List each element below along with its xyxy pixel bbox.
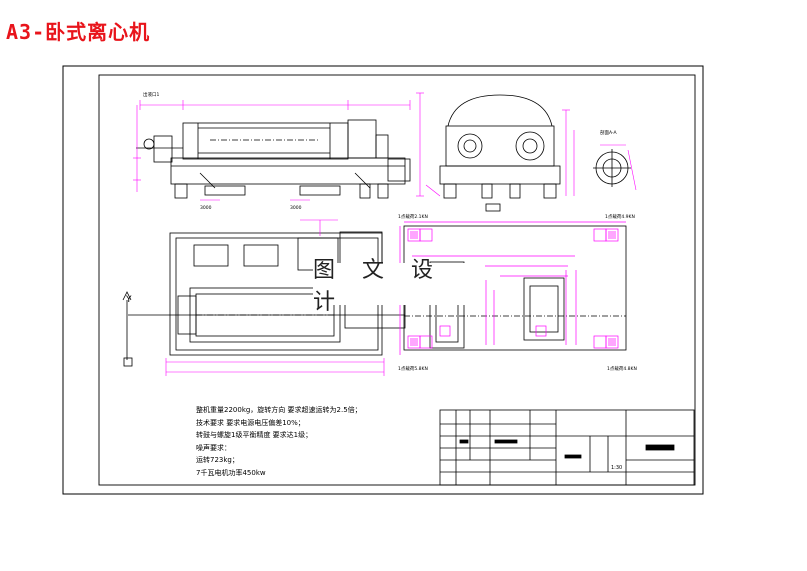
side-view: [439, 94, 561, 212]
document-title: A3-卧式离心机: [6, 20, 151, 44]
drawing-frame: [98, 74, 696, 486]
svg-text:剖面A-A: 剖面A-A: [600, 129, 618, 136]
front-view: [136, 119, 411, 199]
note-line: 转鼓与螺旋1级平衡精度 要求达1级；: [196, 431, 313, 440]
note-line: 整机重量2200kg，旋转方向 要求超速运转为2.5倍；: [196, 406, 362, 414]
svg-text:3000: 3000: [200, 205, 212, 211]
note-line: 运转723kg；: [196, 456, 239, 465]
note-line: 噪声要求：: [196, 443, 231, 452]
technical-notes: 整机重量2200kg，旋转方向 要求超速运转为2.5倍； 技术要求 要求电源电压…: [196, 404, 362, 480]
svg-text:3000: 3000: [290, 205, 302, 211]
side-view-dimensions: [416, 92, 575, 197]
svg-text:Y: Y: [125, 295, 132, 305]
section-detail: 剖面A-A: [593, 129, 631, 187]
watermark: 图 文 设 计: [313, 258, 485, 315]
scale-label: 1:30: [611, 465, 623, 471]
title-block: [439, 409, 695, 486]
svg-text:出液口1: 出液口1: [143, 91, 159, 98]
note-line: 7千瓦电机功率450kw: [196, 468, 266, 477]
load-label-4: 1点载荷4.8KN: [607, 365, 637, 372]
plan-view: [128, 231, 406, 356]
sheet-border: [62, 65, 704, 495]
front-view-dimensions: 出液口1 3000 3000: [133, 91, 411, 211]
foundation-block-fills: [410, 231, 616, 346]
load-label-3: 1点载荷5.8KN: [398, 365, 428, 372]
load-label-1: 1点载荷2.1KN: [398, 213, 428, 220]
load-label-2: 1点载荷4.9KN: [605, 213, 635, 220]
plan-dimensions: [165, 219, 385, 376]
plan-axes: Y: [122, 291, 133, 367]
note-line: 技术要求 要求电源电压偏差10%；: [196, 418, 305, 427]
